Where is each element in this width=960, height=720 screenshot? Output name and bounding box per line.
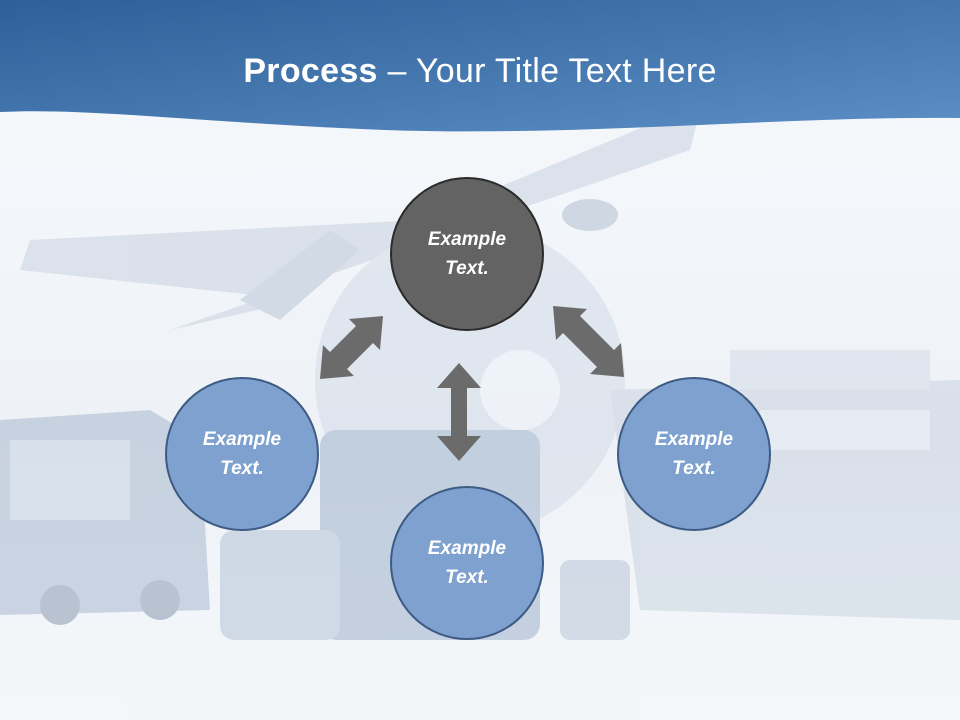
header-banner [0, 0, 960, 132]
arrow-top-right [553, 306, 624, 377]
title-rest: – Your Title Text Here [377, 52, 717, 90]
title-bold: Process [243, 52, 378, 90]
node-right-circle: Example Text. [617, 377, 771, 531]
slide-title: Process – Your Title Text Here [0, 52, 960, 91]
node-top-circle: Example Text. [390, 177, 544, 331]
arrow-top-bottom [437, 363, 481, 461]
node-left-circle: Example Text. [165, 377, 319, 531]
node-bottom-circle: Example Text. [390, 486, 544, 640]
arrow-top-left [320, 316, 383, 379]
